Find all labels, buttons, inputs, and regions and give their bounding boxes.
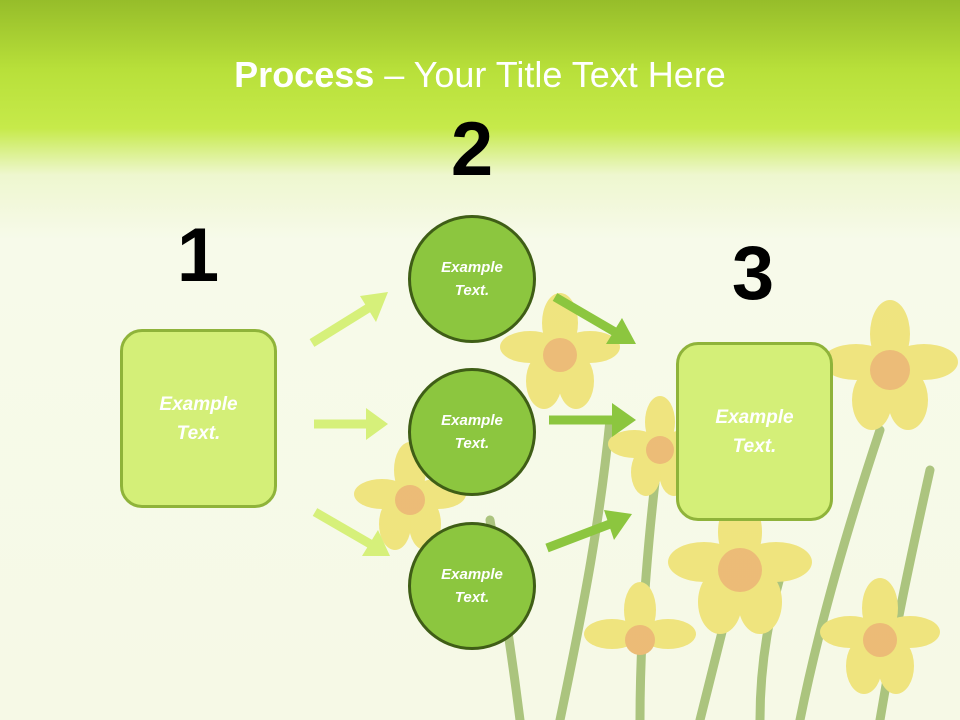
step-number-1: 1 bbox=[176, 213, 220, 298]
left-box-label: Example Text. bbox=[159, 393, 238, 444]
arrow-left-to-circle-1 bbox=[309, 292, 388, 347]
right-process-box: Example Text. bbox=[676, 342, 833, 521]
process-circle-2: Example Text. bbox=[408, 368, 536, 496]
slide-title: Process – Your Title Text Here bbox=[0, 52, 960, 98]
arrow-left-to-circle-2 bbox=[314, 408, 388, 440]
arrow-circle-2-to-right bbox=[549, 403, 636, 437]
arrow-circle-3-to-right bbox=[545, 510, 632, 553]
title-bold: Process bbox=[234, 54, 375, 95]
process-circle-3: Example Text. bbox=[408, 522, 536, 650]
step-number-3: 3 bbox=[731, 231, 775, 316]
title-rest: – Your Title Text Here bbox=[374, 54, 726, 95]
right-box-label: Example Text. bbox=[715, 406, 794, 457]
circle-3-label: Example Text. bbox=[441, 566, 503, 606]
process-circle-1: Example Text. bbox=[408, 215, 536, 343]
step-number-2: 2 bbox=[450, 107, 494, 192]
circle-2-label: Example Text. bbox=[441, 412, 503, 452]
arrow-left-to-circle-3 bbox=[312, 508, 390, 556]
circle-1-label: Example Text. bbox=[441, 259, 503, 299]
arrow-circle-1-to-right bbox=[552, 293, 636, 344]
left-process-box: Example Text. bbox=[120, 329, 277, 508]
